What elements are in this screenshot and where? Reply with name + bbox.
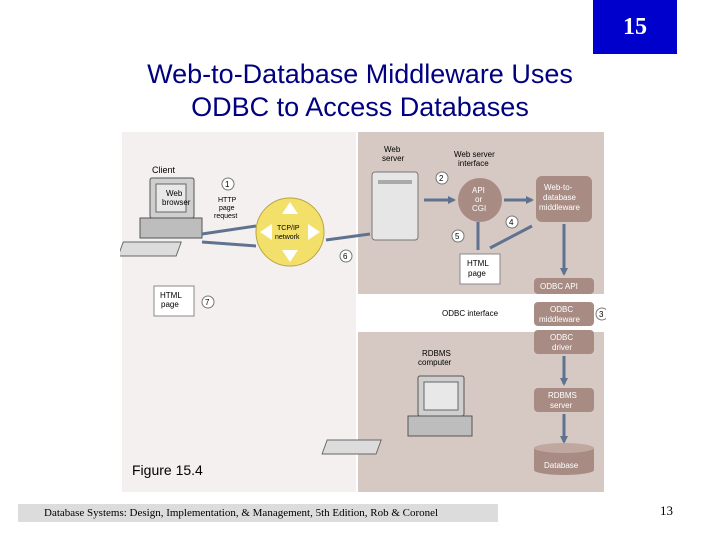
step-7-badge: [201, 295, 215, 309]
odbc-interface-label: ODBC interface: [442, 309, 499, 318]
database-icon: [534, 443, 594, 475]
client-label: Client: [152, 165, 176, 175]
client-html-label-2: page: [161, 300, 179, 309]
middleware-label-3: middleware: [539, 203, 580, 212]
client-html-label-1: HTML: [160, 291, 182, 300]
rdbms-server-label-1: RDBMS: [548, 391, 577, 400]
middleware-box: [536, 176, 592, 222]
step-5-badge: [451, 229, 465, 243]
network-arrows-icon: [260, 202, 320, 262]
middleware-html-arrow: [489, 224, 533, 250]
step-6-number: 6: [343, 252, 348, 261]
web-server-label-2: server: [382, 154, 405, 163]
network-server-arrow: [325, 232, 371, 242]
http-request-label-1: HTTP: [218, 197, 237, 204]
step-3-number: 3: [599, 310, 604, 319]
or-label: or: [475, 195, 482, 204]
odbc-driver-box: [534, 330, 594, 354]
network-label-2: network: [275, 234, 300, 241]
footer-citation: Database Systems: Design, Implementation…: [18, 504, 498, 522]
network-icon: [255, 197, 325, 267]
web-server-interface-label-2: interface: [458, 159, 489, 168]
server-html-page-icon: [459, 253, 501, 285]
rdbms-computer-label-1: RDBMS: [422, 349, 451, 358]
web-server-label-1: Web: [384, 145, 401, 154]
odbc-driver-label-1: ODBC: [550, 333, 573, 342]
step-4-number: 4: [509, 218, 514, 227]
step-1-badge: [221, 177, 235, 191]
odbc-middleware-label-2: middleware: [539, 315, 580, 324]
web-server-slot-icon: [378, 180, 412, 184]
web-browser-label-2: browser: [162, 198, 191, 207]
client-html-page-icon: [153, 285, 195, 317]
client-network-arrow: [201, 224, 257, 236]
web-server-interface-label-1: Web server: [454, 150, 495, 159]
server-html-label-2: page: [468, 269, 486, 278]
client-computer-icon: [117, 177, 203, 257]
title-line-1: Web-to-Database Middleware Uses: [147, 59, 573, 89]
middleware-label-1: Web-to-: [544, 183, 573, 192]
step-2-badge: [435, 171, 449, 185]
step-4-badge: [505, 215, 519, 229]
step-6-badge: [339, 249, 353, 263]
step-7-number: 7: [205, 298, 210, 307]
step-5-number: 5: [455, 232, 460, 241]
chapter-badge: 15: [593, 0, 677, 54]
http-request-label-2: page: [219, 205, 235, 212]
rdbms-server-box: [534, 388, 594, 412]
step-2-number: 2: [439, 174, 444, 183]
database-label: Database: [544, 461, 579, 470]
diagram-svg: Client Web browser 1 HTTP page request T…: [117, 132, 609, 492]
rdbms-computer-label-2: computer: [418, 358, 452, 367]
server-html-label-1: HTML: [467, 259, 489, 268]
network-label-1: TCP/IP: [277, 225, 300, 232]
network-client-arrow: [201, 240, 257, 248]
figure-caption: Figure 15.4: [132, 462, 203, 478]
web-browser-label-1: Web: [166, 189, 183, 198]
odbc-driver-label-2: driver: [552, 343, 572, 352]
http-request-label-3: request: [214, 213, 237, 220]
middleware-diagram: Client Web browser 1 HTTP page request T…: [117, 130, 609, 494]
middleware-label-2: database: [543, 193, 576, 202]
step-1-number: 1: [225, 180, 230, 189]
web-server-icon: [371, 171, 419, 241]
odbc-middleware-label-1: ODBC: [550, 305, 573, 314]
title-line-2: ODBC to Access Databases: [191, 92, 529, 122]
cgi-label: CGI: [472, 204, 486, 213]
page-number: 13: [660, 503, 673, 518]
slide-title: Web-to-Database Middleware Uses ODBC to …: [60, 58, 660, 124]
rdbms-server-label-2: server: [550, 401, 573, 410]
odbc-middleware-box: [534, 302, 594, 326]
api-label: API: [472, 186, 485, 195]
odbc-api-box: [534, 278, 594, 294]
rdbms-computer-icon: [321, 375, 473, 455]
odbc-api-label: ODBC API: [540, 282, 578, 291]
api-cgi-icon: [458, 178, 502, 222]
